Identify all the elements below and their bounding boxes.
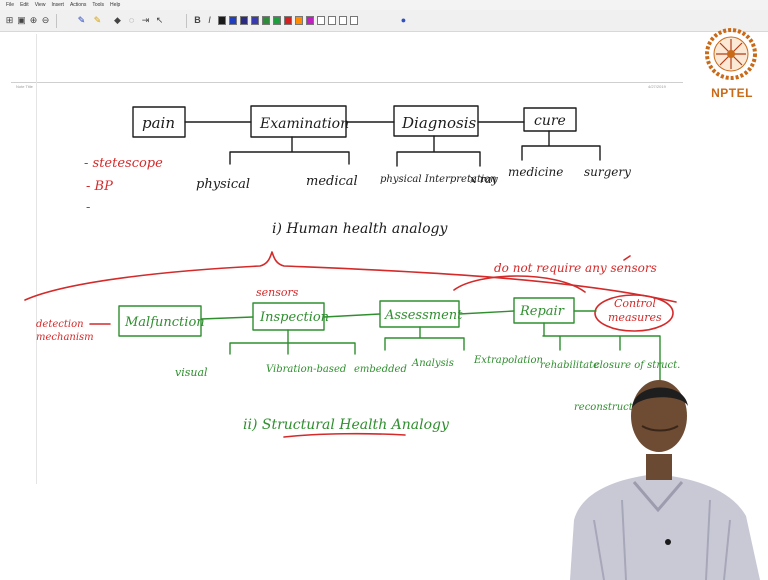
diagnosis-branch — [396, 135, 481, 167]
box-malfunction — [118, 305, 202, 337]
caption-human-health: i) Human health analogy — [272, 221, 449, 237]
label-inspection: Inspection — [259, 310, 329, 325]
page-margin-line — [36, 34, 37, 484]
box-diagnosis — [393, 105, 479, 137]
label-physical-interpretation: physical Interpretation — [380, 174, 497, 185]
pen-color-swatch[interactable] — [229, 16, 237, 25]
control-measures-ellipse — [594, 294, 674, 332]
label-sensors: sensors — [256, 286, 299, 299]
pen-color-swatch[interactable] — [262, 16, 270, 25]
note-bp: - BP — [86, 179, 113, 194]
bold-icon[interactable]: B — [194, 15, 201, 25]
insert-space-icon[interactable]: ⇥ — [141, 15, 150, 25]
pen-color-swatch[interactable] — [295, 16, 303, 25]
color-picker-icon[interactable]: ● — [400, 15, 407, 25]
note-stethoscope: - stetescope — [84, 156, 163, 171]
red-brace — [24, 251, 677, 303]
label-pain: pain — [142, 114, 175, 132]
label-malfunction: Malfunction — [124, 315, 205, 330]
menu-actions[interactable]: Actions — [69, 2, 87, 8]
pen-color-swatch[interactable] — [240, 16, 248, 25]
eraser-icon[interactable]: ◆ — [114, 15, 121, 25]
label-reconstruct: reconstruct — [574, 402, 634, 413]
menu-edit[interactable]: Edit — [20, 2, 29, 8]
annotation-no-sensors: do not require any sensors — [494, 261, 657, 275]
pen-color-swatch[interactable] — [328, 16, 336, 25]
menu-file[interactable]: File — [6, 2, 15, 8]
label-surgery: surgery — [584, 165, 631, 179]
pen-color-swatch[interactable] — [218, 16, 226, 25]
label-extrapolation: Extrapolation — [473, 355, 543, 366]
label-physical: physical — [196, 177, 250, 192]
structural-chain-connectors — [200, 310, 597, 320]
menu-view[interactable]: View — [34, 2, 46, 8]
toolbar: ⊞ ▣ ⊕ ⊖ ✎ ✎ ◆ ◌ ⇥ ↖ B I ● — [0, 10, 768, 32]
pen-color-swatch[interactable] — [273, 16, 281, 25]
label-medicine: medicine — [508, 165, 563, 179]
italic-icon[interactable]: I — [208, 15, 211, 25]
label-closure: closure of struct. — [594, 360, 680, 371]
pen-color-swatch[interactable] — [317, 16, 325, 25]
label-assessment: Assessment — [384, 308, 463, 323]
presenter-video — [570, 380, 760, 580]
label-medical: medical — [306, 174, 358, 189]
label-diagnosis: Diagnosis — [401, 114, 477, 132]
menu-insert[interactable]: Insert — [51, 2, 64, 8]
save-icon[interactable]: ▣ — [17, 15, 26, 25]
menu-tools[interactable]: Tools — [92, 2, 105, 8]
red-tick — [623, 255, 631, 261]
box-cure — [523, 107, 577, 132]
repair-branch — [542, 322, 661, 396]
label-vibration-based: Vibration-based — [266, 364, 346, 375]
toolbar-separator — [56, 14, 57, 28]
pen-color-swatch[interactable] — [306, 16, 314, 25]
label-visual: visual — [175, 366, 208, 379]
pointer-icon[interactable]: ↖ — [155, 15, 164, 25]
zoom-in-icon[interactable]: ⊕ — [29, 15, 38, 25]
label-measures: measures — [608, 311, 662, 324]
nptel-logo — [705, 28, 757, 80]
red-arc — [453, 275, 586, 293]
examination-branch — [229, 136, 350, 165]
label-detection: detection — [36, 319, 84, 330]
caption-underline — [283, 432, 406, 438]
nptel-logo-text: NPTEL — [711, 86, 753, 100]
label-repair: Repair — [519, 304, 565, 319]
header-rule — [11, 82, 683, 83]
label-control: Control — [614, 297, 656, 310]
note-title[interactable]: Note Title — [16, 84, 33, 89]
pen-color-swatch[interactable] — [251, 16, 259, 25]
cure-branch — [521, 130, 601, 161]
menu-bar: File Edit View Insert Actions Tools Help — [0, 0, 768, 10]
label-embedded: embedded — [354, 364, 407, 375]
note-dash: - — [86, 200, 90, 215]
lasso-icon[interactable]: ◌ — [128, 15, 135, 25]
toolbar-separator — [186, 14, 187, 28]
label-cure: cure — [534, 113, 566, 129]
pen-icon[interactable]: ✎ — [77, 15, 86, 25]
caption-structural-health: ii) Structural Health Analogy — [243, 417, 450, 433]
menu-help[interactable]: Help — [110, 2, 121, 8]
pen-color-swatch[interactable] — [284, 16, 292, 25]
assessment-branch — [384, 326, 465, 351]
label-x-ray: x ray — [470, 173, 499, 186]
pen-variant-icon[interactable]: ✎ — [93, 15, 102, 25]
note-date: 4/27/2019 — [648, 84, 666, 89]
open-icon[interactable]: ⊞ — [5, 15, 14, 25]
label-mechanism: mechanism — [36, 332, 94, 343]
pen-color-swatch[interactable] — [339, 16, 347, 25]
zoom-out-icon[interactable]: ⊖ — [41, 15, 50, 25]
label-rehabilitate: rehabilitate — [540, 360, 599, 371]
label-analysis: Analysis — [411, 358, 454, 369]
pen-color-swatch[interactable] — [350, 16, 358, 25]
label-examination: Examination — [259, 116, 349, 132]
inspection-branch — [229, 329, 356, 355]
